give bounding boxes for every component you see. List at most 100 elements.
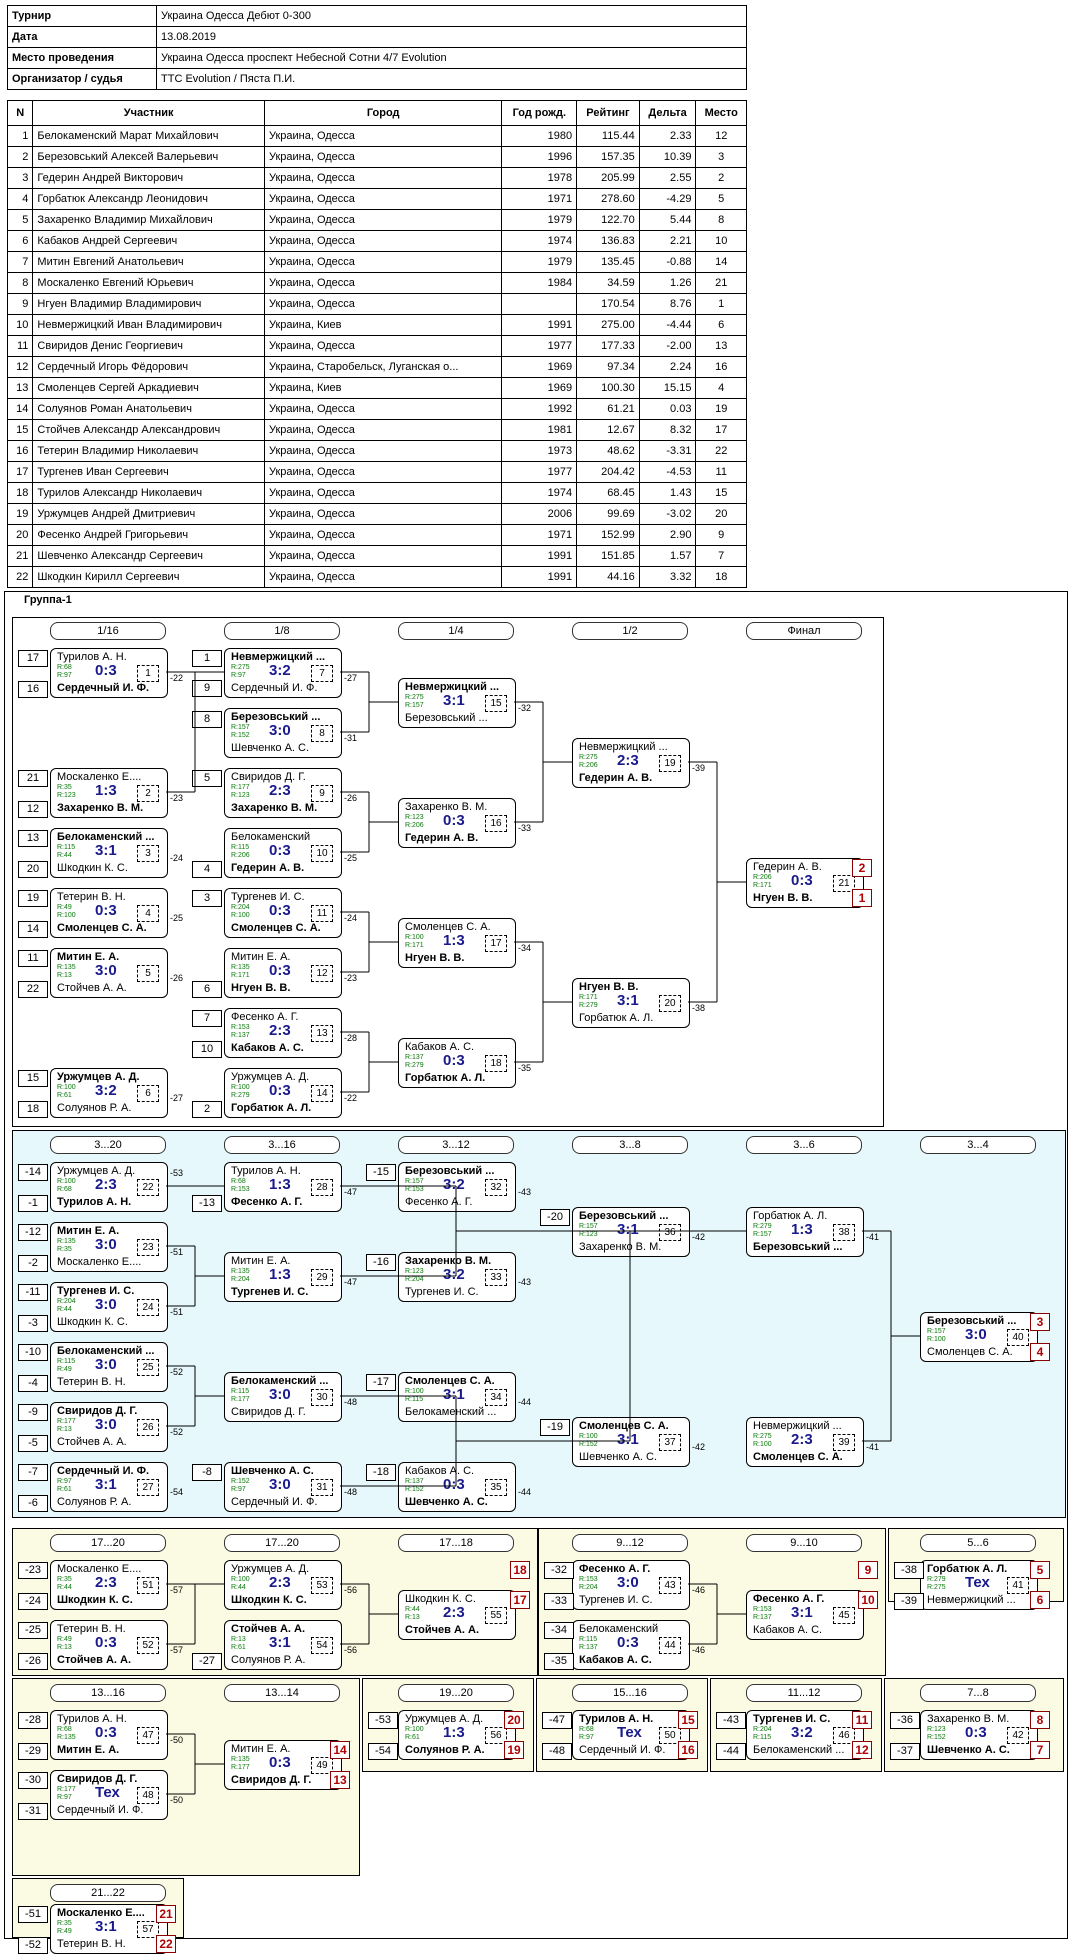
round-header: 11...12: [746, 1684, 862, 1702]
seed-box: -17: [366, 1374, 396, 1391]
seed-box: -6: [18, 1495, 48, 1512]
player-2-name: Березовський ...: [405, 712, 488, 724]
seed-box: -5: [18, 1435, 48, 1452]
table-cell: [501, 293, 578, 315]
match-number: 27: [137, 1479, 159, 1496]
seed-box: 7: [192, 1010, 222, 1027]
table-cell: 205.99: [576, 167, 640, 189]
table-cell: 1980: [501, 125, 578, 147]
info-label: Турнир: [7, 5, 157, 27]
place-marker: 20: [504, 1711, 524, 1729]
match-number: 51: [137, 1577, 159, 1594]
table-cell: 135.45: [576, 251, 640, 273]
table-cell: 1.57: [638, 545, 697, 567]
round-header: 1/16: [50, 622, 166, 640]
player-2-name: Солуянов Р. А.: [231, 1654, 306, 1666]
match-score: 0:3: [95, 1724, 117, 1741]
player-2-rating: R:152: [579, 1441, 598, 1448]
info-value: TTC Evolution / Пяста П.И.: [156, 68, 747, 90]
match-score: 3:0: [95, 1296, 117, 1313]
seed-box: 20: [18, 861, 48, 878]
match-score: 0:3: [269, 842, 291, 859]
match-number: 49: [311, 1757, 333, 1774]
player-1-rating: R:153: [753, 1606, 772, 1613]
match-score: 2:3: [443, 1604, 465, 1621]
loser-reference: -50: [170, 1735, 184, 1745]
match-number: 31: [311, 1479, 333, 1496]
table-cell: 9: [695, 524, 747, 546]
loser-reference: -52: [170, 1367, 184, 1377]
table-cell: Украина, Одесса: [263, 188, 503, 210]
loser-reference: -41: [866, 1232, 880, 1242]
player-2-rating: R:115: [405, 1396, 424, 1403]
table-cell: Украина, Одесса: [263, 293, 503, 315]
place-marker: 7: [1030, 1741, 1050, 1759]
player-2-name: Стойчев А. А.: [405, 1624, 480, 1636]
match-number: 25: [137, 1359, 159, 1376]
player-1-rating: R:115: [231, 844, 250, 851]
player-2-name: Белокаменский ...: [405, 1406, 497, 1418]
match-score: 0:3: [791, 872, 813, 889]
place-marker: 15: [678, 1711, 698, 1729]
place-marker: 11: [852, 1711, 872, 1729]
player-1-rating: R:279: [927, 1576, 946, 1583]
round-header: 3...6: [746, 1136, 862, 1154]
match-number: 57: [137, 1921, 159, 1938]
table-cell: 1991: [501, 545, 578, 567]
player-2-name: Сердечный И. Ф.: [231, 1496, 318, 1508]
player-1-rating: R:275: [231, 664, 250, 671]
place-marker: 4: [1030, 1343, 1050, 1361]
table-cell: 14: [695, 251, 747, 273]
table-cell: 5: [6, 209, 34, 231]
loser-reference: -25: [170, 913, 184, 923]
table-cell: 275.00: [576, 314, 640, 336]
match-score: 3:0: [269, 722, 291, 739]
player-1-rating: R:68: [579, 1726, 594, 1733]
player-2-rating: R:279: [405, 1062, 424, 1069]
match-number: 21: [833, 875, 855, 892]
match-number: 40: [1007, 1329, 1029, 1346]
match-number: 17: [485, 935, 507, 952]
player-1-rating: R:157: [231, 724, 250, 731]
player-2-name: Фесенко А. Г.: [231, 1196, 303, 1208]
group-title: Группа-1: [24, 594, 72, 606]
table-cell: 2.33: [638, 125, 697, 147]
seed-box: 14: [18, 921, 48, 938]
round-header: 9...10: [746, 1534, 862, 1552]
player-2-name: Шкодкин К. С.: [57, 1316, 128, 1328]
player-1-rating: R:279: [753, 1223, 772, 1230]
table-cell: 1996: [501, 146, 578, 168]
table-cell: 15: [695, 482, 747, 504]
seed-box: 3: [192, 890, 222, 907]
table-cell: -0.88: [638, 251, 697, 273]
table-cell: 18: [695, 566, 747, 588]
loser-reference: -27: [344, 673, 358, 683]
table-cell: 170.54: [576, 293, 640, 315]
round-header: 3...4: [920, 1136, 1036, 1154]
match-number: 54: [311, 1637, 333, 1654]
loser-reference: -48: [344, 1487, 358, 1497]
table-cell: Украина, Одесса: [263, 209, 503, 231]
table-cell: -4.53: [638, 461, 697, 483]
seed-box: 10: [192, 1041, 222, 1058]
match-score: 0:3: [95, 902, 117, 919]
player-1-rating: R:100: [57, 1084, 76, 1091]
match-number: 45: [833, 1607, 855, 1624]
match-number: 6: [137, 1085, 159, 1102]
player-2-rating: R:152: [927, 1734, 946, 1741]
round-header: 13...14: [224, 1684, 340, 1702]
match-score: 0:3: [269, 1082, 291, 1099]
round-header: 3...12: [398, 1136, 514, 1154]
